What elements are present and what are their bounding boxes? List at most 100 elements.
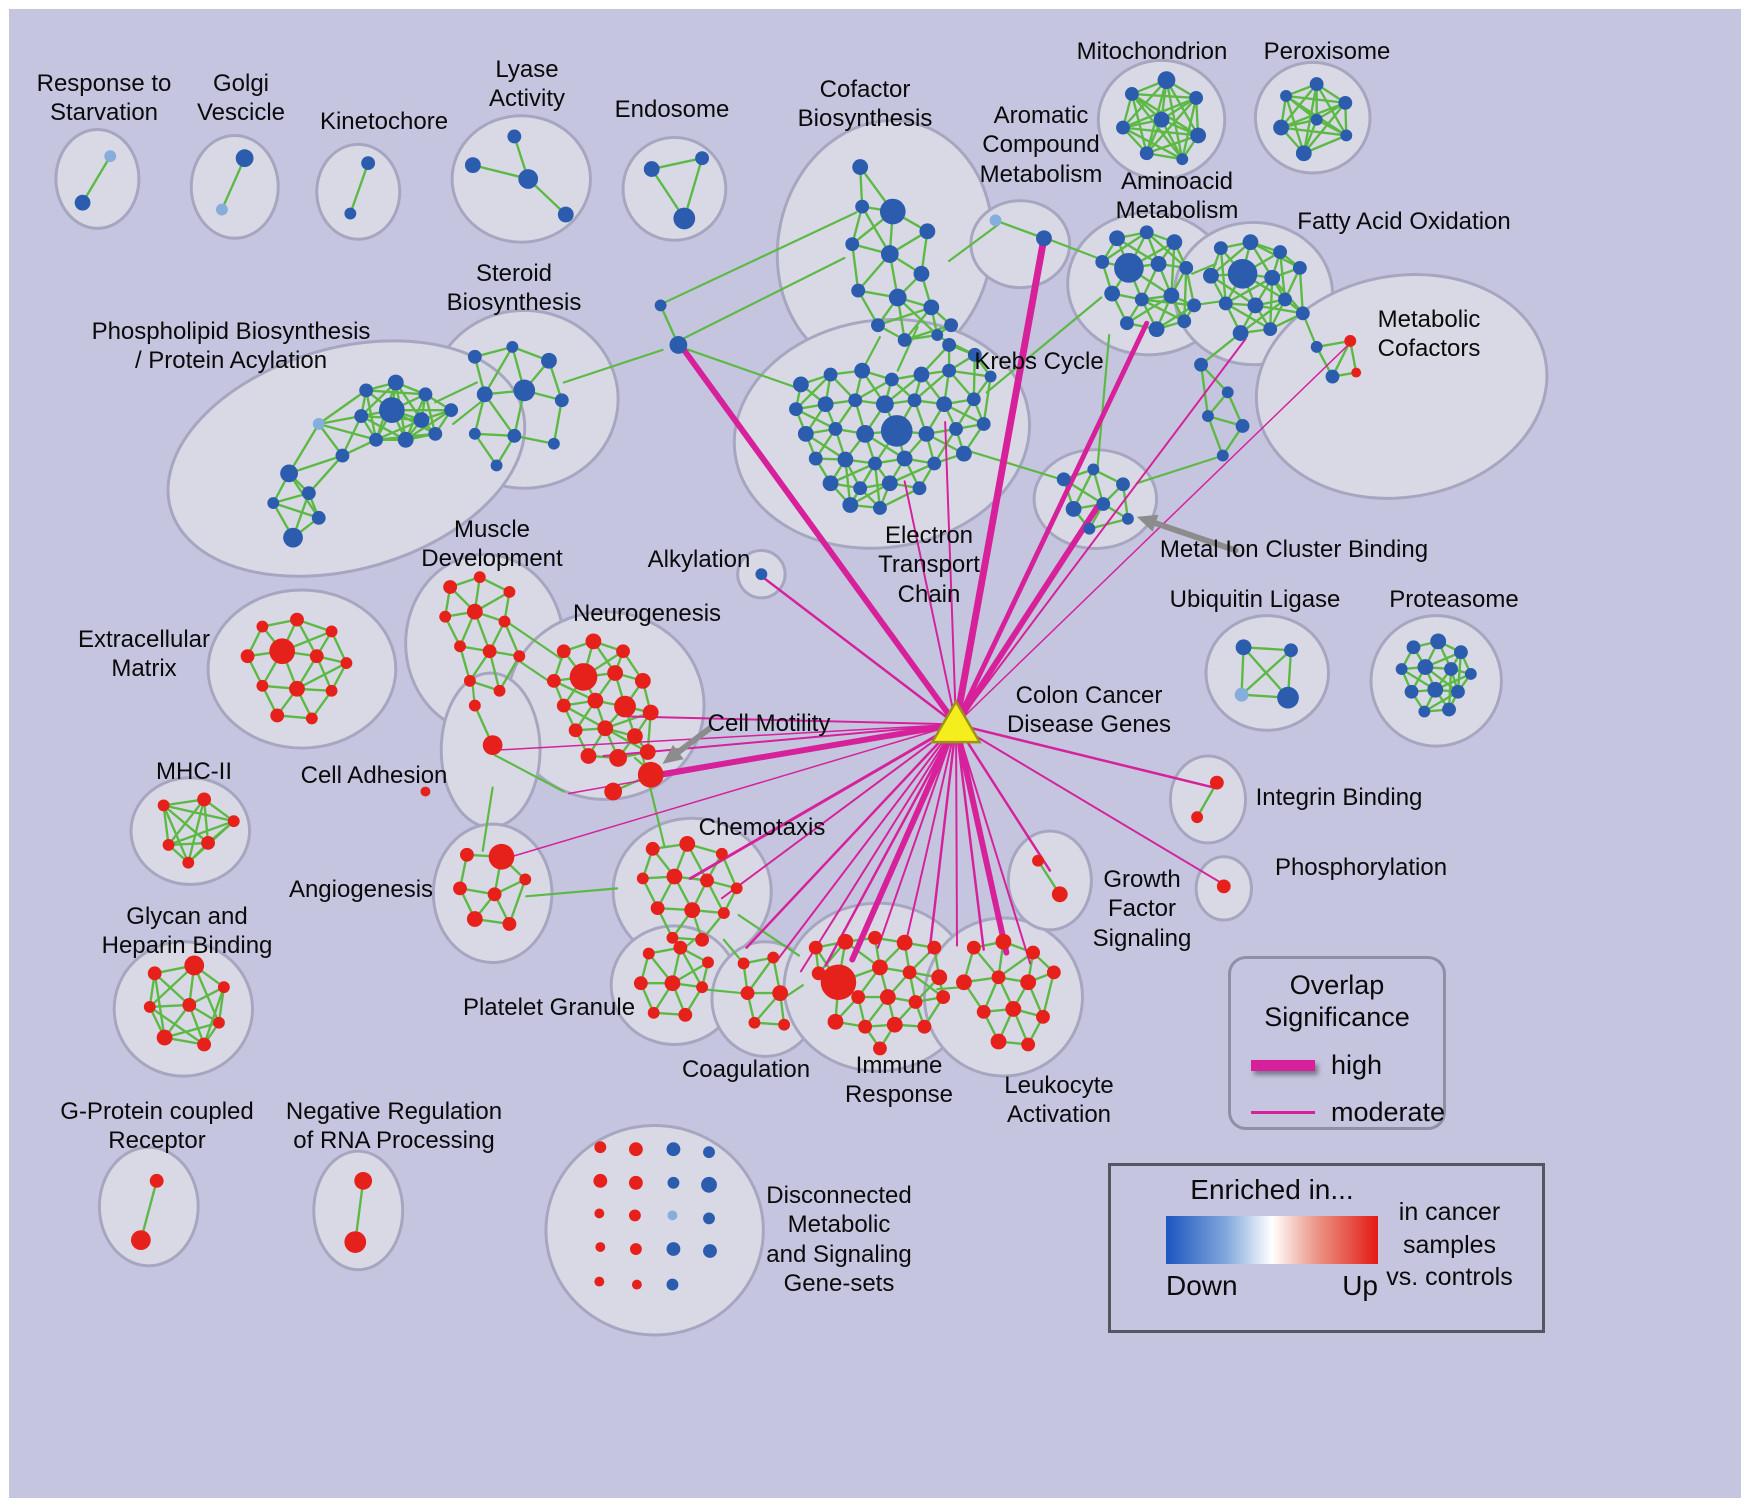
gene-set-node[interactable]: [669, 336, 688, 354]
gene-set-node[interactable]: [609, 749, 627, 767]
gene-set-node[interactable]: [490, 459, 503, 472]
gene-set-node[interactable]: [344, 1231, 367, 1253]
gene-set-node[interactable]: [466, 911, 483, 927]
gene-set-node[interactable]: [820, 964, 857, 1001]
gene-set-node[interactable]: [1404, 684, 1419, 699]
gene-set-node[interactable]: [513, 379, 536, 402]
gene-set-node[interactable]: [817, 396, 834, 413]
gene-set-node[interactable]: [1280, 90, 1292, 102]
gene-set-node[interactable]: [513, 650, 526, 663]
gene-set-node[interactable]: [157, 799, 170, 812]
gene-set-node[interactable]: [740, 986, 755, 1001]
gene-set-node[interactable]: [1218, 296, 1233, 311]
gene-set-node[interactable]: [597, 720, 614, 737]
gene-set-node[interactable]: [569, 663, 598, 691]
gene-set-node[interactable]: [240, 649, 255, 664]
gene-set-node[interactable]: [976, 1004, 991, 1019]
gene-set-node[interactable]: [1234, 687, 1249, 702]
gene-set-node[interactable]: [227, 815, 240, 828]
gene-set-node[interactable]: [344, 207, 357, 220]
gene-set-node[interactable]: [593, 1173, 608, 1188]
gene-set-node[interactable]: [666, 1278, 679, 1291]
gene-set-node[interactable]: [1451, 684, 1465, 699]
gene-set-node[interactable]: [976, 417, 991, 431]
gene-set-node[interactable]: [1177, 314, 1192, 329]
gene-set-node[interactable]: [197, 792, 212, 807]
gene-set-node[interactable]: [518, 169, 539, 189]
gene-set-node[interactable]: [557, 206, 574, 223]
gene-set-node[interactable]: [1273, 119, 1289, 136]
gene-set-node[interactable]: [143, 1001, 156, 1013]
gene-set-node[interactable]: [1464, 668, 1477, 680]
gene-set-node[interactable]: [502, 917, 517, 931]
gene-set-node[interactable]: [626, 728, 643, 745]
gene-set-node[interactable]: [1202, 410, 1214, 423]
gene-set-node[interactable]: [755, 568, 768, 581]
gene-set-node[interactable]: [147, 966, 162, 981]
gene-set-node[interactable]: [1242, 234, 1259, 251]
gene-set-node[interactable]: [354, 409, 369, 423]
gene-set-node[interactable]: [702, 956, 714, 969]
gene-set-node[interactable]: [650, 901, 665, 916]
gene-set-node[interactable]: [949, 422, 963, 436]
gene-set-node[interactable]: [789, 402, 803, 417]
gene-set-node[interactable]: [1444, 662, 1458, 676]
gene-set-node[interactable]: [614, 695, 636, 718]
gene-set-node[interactable]: [637, 761, 664, 788]
gene-set-node[interactable]: [942, 338, 957, 352]
gene-set-node[interactable]: [664, 975, 681, 992]
gene-set-node[interactable]: [595, 1242, 606, 1252]
gene-set-node[interactable]: [913, 366, 930, 383]
gene-set-node[interactable]: [667, 1176, 680, 1189]
gene-set-node[interactable]: [309, 649, 324, 664]
gene-set-node[interactable]: [879, 989, 896, 1005]
gene-set-node[interactable]: [1026, 945, 1041, 960]
gene-set-node[interactable]: [156, 1029, 173, 1046]
gene-set-node[interactable]: [851, 990, 866, 1004]
gene-set-node[interactable]: [880, 415, 913, 447]
gene-set-node[interactable]: [444, 403, 459, 418]
gene-set-node[interactable]: [856, 424, 875, 443]
gene-set-node[interactable]: [340, 657, 353, 670]
gene-set-node[interactable]: [927, 940, 942, 955]
gene-set-node[interactable]: [283, 527, 303, 548]
gene-set-node[interactable]: [1179, 260, 1194, 275]
gene-set-node[interactable]: [503, 586, 516, 598]
gene-set-node[interactable]: [335, 448, 350, 463]
gene-set-node[interactable]: [1122, 512, 1134, 525]
gene-set-node[interactable]: [872, 959, 888, 976]
gene-set-node[interactable]: [493, 684, 506, 697]
gene-set-node[interactable]: [696, 981, 709, 994]
gene-set-node[interactable]: [466, 603, 483, 620]
gene-set-node[interactable]: [811, 966, 826, 981]
gene-set-node[interactable]: [823, 367, 838, 382]
gene-set-node[interactable]: [629, 1243, 642, 1255]
gene-set-node[interactable]: [473, 571, 486, 584]
gene-set-node[interactable]: [1176, 153, 1189, 166]
gene-set-node[interactable]: [556, 644, 571, 659]
gene-set-node[interactable]: [854, 362, 871, 379]
gene-set-node[interactable]: [182, 856, 195, 869]
gene-set-node[interactable]: [149, 1173, 164, 1188]
gene-set-node[interactable]: [354, 1171, 373, 1190]
gene-set-node[interactable]: [778, 1018, 791, 1031]
gene-set-node[interactable]: [1454, 645, 1468, 660]
gene-set-node[interactable]: [519, 873, 532, 886]
gene-set-node[interactable]: [439, 610, 452, 623]
gene-set-node[interactable]: [594, 1276, 605, 1287]
gene-set-node[interactable]: [1406, 640, 1421, 655]
gene-set-node[interactable]: [936, 396, 953, 413]
gene-set-node[interactable]: [280, 464, 298, 483]
gene-set-node[interactable]: [1338, 95, 1353, 110]
gene-set-node[interactable]: [1109, 230, 1125, 247]
gene-set-node[interactable]: [792, 376, 809, 393]
gene-set-node[interactable]: [633, 976, 648, 991]
gene-set-node[interactable]: [634, 672, 651, 689]
gene-set-node[interactable]: [1235, 419, 1250, 433]
gene-set-node[interactable]: [488, 843, 515, 870]
gene-set-node[interactable]: [547, 437, 560, 450]
gene-set-node[interactable]: [507, 428, 522, 443]
gene-set-node[interactable]: [215, 203, 228, 216]
gene-set-node[interactable]: [554, 393, 569, 408]
gene-set-node[interactable]: [1139, 146, 1154, 161]
